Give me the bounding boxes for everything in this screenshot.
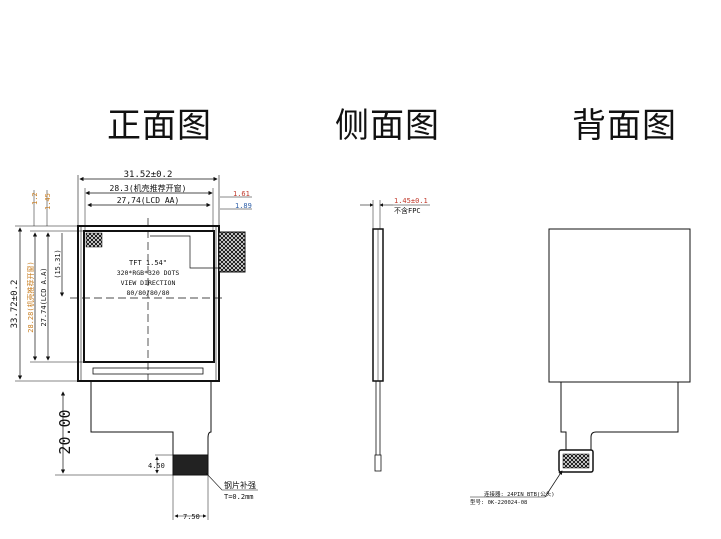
fpc-tail — [90, 381, 212, 455]
lcd-text-angles: 80/80/80/80 — [126, 289, 169, 297]
side-view-title: 侧面图 — [335, 106, 440, 146]
dim-height-total: 33.72±0.2 — [10, 280, 20, 329]
stiffener-label: 钢片补强 — [224, 480, 256, 490]
front-view-title: 正面图 — [107, 106, 212, 146]
dim-top-2: 1.45 — [44, 193, 52, 210]
front-view — [15, 175, 258, 520]
stiffener — [172, 454, 209, 476]
stiffener-thickness: T=0.2mm — [224, 493, 254, 501]
pixel-marker — [85, 232, 103, 248]
dim-right-1: 1.61 — [233, 190, 250, 198]
dim-stiffener-width: 7.50 — [183, 513, 200, 521]
dim-fpc-length: 20.00 — [56, 409, 74, 454]
side-thickness: 1.45±0.1 — [394, 197, 428, 205]
module-outline — [77, 225, 220, 382]
connector — [558, 449, 594, 473]
dim-stiffener-height: 4.50 — [148, 462, 165, 470]
dim-aa-width: 27,74(LCD AA) — [117, 196, 180, 205]
connector-model: 型号: 0K-220024-08 — [470, 498, 527, 506]
dim-width-total: 31.52±0.2 — [124, 170, 173, 180]
dim-right-2: 1.89 — [235, 202, 252, 210]
fpc-patch — [218, 231, 246, 273]
lcd-text-size: TFT 1.54" — [129, 259, 167, 267]
back-view — [470, 228, 691, 498]
dim-aa-height: 27.74(LCD A.A) — [40, 267, 48, 326]
dim-window-width: 28.3(机壳推荐开窗) — [110, 183, 187, 193]
connector-label: 连接器: 24PIN BTB(公头) — [484, 490, 555, 498]
lcd-text-resolution: 320*RGB*320 DOTS — [117, 269, 180, 277]
active-area — [83, 230, 215, 363]
side-view — [360, 200, 430, 472]
front-dimension-labels: 31.52±0.2 28.3(机壳推荐开窗) 27,74(LCD AA) 1.6… — [10, 170, 256, 521]
back-view-title: 背面图 — [572, 106, 677, 146]
lcd-text-view: VIEW DIRECTION — [121, 279, 176, 287]
dim-top-1: 1.2 — [31, 192, 39, 205]
side-thickness-note: 不含FPC — [394, 206, 421, 215]
dim-center: (15.31) — [54, 249, 62, 279]
dim-window-height: 28.28(机壳推荐开窗) — [26, 261, 35, 333]
